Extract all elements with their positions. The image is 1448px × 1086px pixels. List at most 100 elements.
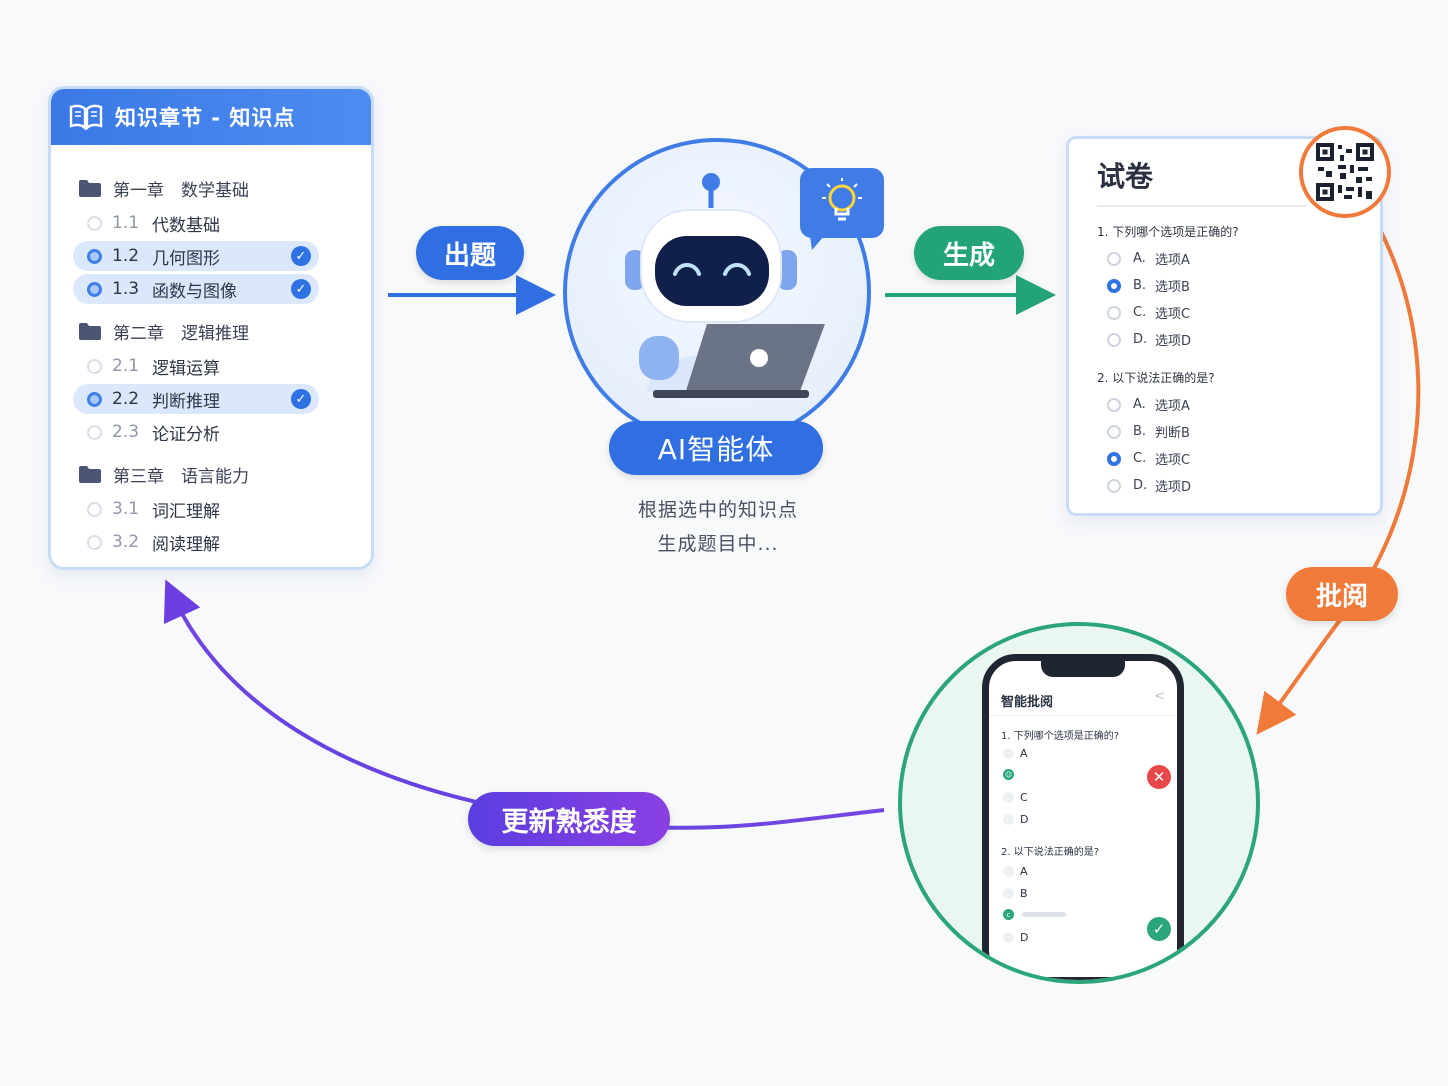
phone-q1-option[interactable]: C: [1003, 791, 1028, 804]
phone-q1-option-label: D: [1020, 813, 1029, 826]
knowledge-point-number: 2.3: [112, 422, 140, 442]
exam-option[interactable]: C.选项C: [1097, 299, 1380, 326]
option-radio[interactable]: [1107, 251, 1121, 266]
option-radio[interactable]: [1107, 424, 1121, 439]
lightbulb-icon: [810, 178, 862, 250]
knowledge-point-number: 2.1: [112, 356, 140, 376]
phone-q2-option[interactable]: D: [1003, 931, 1028, 944]
phone-mockup: 智能批阅 < 1. 下列哪个选项是正确的? A ☺ C D ✕ 2. 以下说法正…: [982, 654, 1184, 980]
option-text: 选项C: [1155, 307, 1191, 322]
knowledge-panel-header: 知识章节 - 知识点: [51, 89, 371, 145]
phone-q2-option-label: B: [1020, 887, 1028, 900]
chapter-heading[interactable]: 第三章 语言能力: [79, 457, 343, 491]
option-text: 选项D: [1155, 480, 1192, 495]
knowledge-point-label: 代数基础: [152, 215, 220, 236]
chapter-heading[interactable]: 第二章 逻辑推理: [79, 314, 343, 348]
knowledge-point-radio[interactable]: [87, 534, 102, 550]
option-key: C.: [1133, 451, 1147, 466]
step-grading-label: 批阅: [1315, 581, 1368, 612]
knowledge-point-radio[interactable]: [87, 358, 102, 374]
folder-icon: [79, 322, 101, 340]
exam-option[interactable]: C.选项C: [1097, 445, 1380, 472]
option-key: B.: [1133, 424, 1147, 439]
knowledge-point-radio[interactable]: [87, 501, 102, 517]
phone-q2-option[interactable]: c: [1003, 909, 1066, 920]
knowledge-point-label: 判断推理: [152, 391, 220, 412]
check-icon: ✓: [291, 279, 311, 299]
knowledge-point-item[interactable]: 3.1 词汇理解: [79, 494, 343, 524]
exam-option[interactable]: A.选项A: [1097, 245, 1380, 272]
answer-bar: [1022, 912, 1066, 917]
ai-agent-label: AI智能体: [609, 421, 823, 475]
exam-option[interactable]: B.判断B: [1097, 418, 1380, 445]
exam-option[interactable]: D.选项D: [1097, 472, 1380, 499]
knowledge-point-label: 词汇理解: [152, 501, 220, 522]
knowledge-point-label: 阅读理解: [152, 534, 220, 555]
option-radio: [1003, 748, 1014, 759]
exam-option[interactable]: B.选项B: [1097, 272, 1380, 299]
chapter-title: 第二章 逻辑推理: [113, 323, 249, 344]
knowledge-point-number: 3.1: [112, 499, 140, 519]
phone-question-2: 2. 以下说法正确的是?: [1001, 847, 1100, 858]
step-generate-questions-label: 出题: [443, 240, 496, 271]
exam-question-text: 2. 以下说法正确的是?: [1097, 370, 1215, 385]
phone-divider: [989, 715, 1177, 716]
phone-q2-option[interactable]: A: [1003, 865, 1028, 878]
phone-q1-option[interactable]: A: [1003, 747, 1028, 760]
back-icon[interactable]: <: [1154, 689, 1165, 704]
phone-question-1: 1. 下列哪个选项是正确的?: [1001, 731, 1120, 742]
correct-icon: ✓: [1147, 917, 1171, 941]
option-radio[interactable]: [1107, 451, 1121, 466]
option-text: 选项A: [1155, 253, 1190, 268]
option-radio: [1003, 814, 1014, 825]
step-update-familiarity: 更新熟悉度: [468, 792, 670, 846]
knowledge-point-item[interactable]: 2.3 论证分析: [79, 417, 343, 447]
exam-option[interactable]: A.选项A: [1097, 391, 1380, 418]
option-radio[interactable]: [1107, 397, 1121, 412]
knowledge-point-radio[interactable]: [87, 424, 102, 440]
option-radio: [1003, 792, 1014, 803]
knowledge-point-label: 论证分析: [152, 424, 220, 445]
knowledge-panel-title: 知识章节 - 知识点: [115, 106, 296, 130]
option-radio: [1003, 866, 1014, 877]
step-update-familiarity-label: 更新熟悉度: [501, 806, 637, 838]
grading-circle: 智能批阅 < 1. 下列哪个选项是正确的? A ☺ C D ✕ 2. 以下说法正…: [898, 622, 1260, 984]
phone-q1-option[interactable]: ☺: [1003, 769, 1020, 780]
phone-q1-option[interactable]: D: [1003, 813, 1028, 826]
exam-paper-divider: [1097, 205, 1307, 207]
option-radio[interactable]: [1107, 305, 1121, 320]
exam-paper-title: 试卷: [1097, 160, 1154, 193]
option-text: 选项A: [1155, 399, 1190, 414]
option-radio[interactable]: [1107, 278, 1121, 293]
qr-code-icon: [1316, 143, 1374, 201]
knowledge-point-radio[interactable]: [87, 281, 102, 297]
folder-icon: [79, 179, 101, 197]
phone-q2-option[interactable]: B: [1003, 887, 1028, 900]
knowledge-point-radio[interactable]: [87, 215, 102, 231]
ai-agent-caption-line1: 根据选中的知识点: [637, 499, 798, 521]
idea-bubble: [800, 168, 884, 250]
option-radio[interactable]: [1107, 332, 1121, 347]
step-generate: 生成: [914, 226, 1024, 280]
option-text: 选项B: [1155, 280, 1190, 295]
knowledge-point-radio[interactable]: [87, 248, 102, 264]
phone-q2-option-label: A: [1020, 865, 1028, 878]
option-radio: [1003, 888, 1014, 899]
step-generate-label: 生成: [942, 240, 995, 271]
knowledge-point-radio[interactable]: [87, 391, 102, 407]
check-icon: ✓: [291, 246, 311, 266]
chapter-heading[interactable]: 第一章 数学基础: [79, 171, 343, 205]
option-radio[interactable]: [1107, 478, 1121, 493]
exam-option[interactable]: D.选项D: [1097, 326, 1380, 353]
